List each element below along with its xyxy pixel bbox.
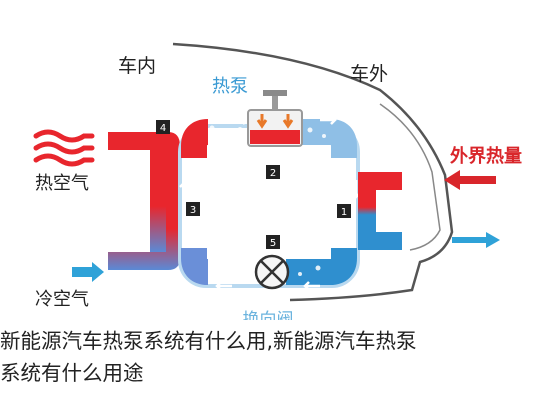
car-body-inner-outline xyxy=(379,103,441,251)
cold-air-arrow xyxy=(72,262,104,282)
cabin-heat-exchanger xyxy=(108,132,180,178)
cabin-label: 车内 xyxy=(118,55,156,77)
hot-air-label: 热空气 xyxy=(35,173,89,194)
outside-heat-exchanger xyxy=(358,172,402,250)
reversing-valve xyxy=(254,254,290,290)
component-badge-3: 3 xyxy=(186,202,200,216)
component-badge-5: 5 xyxy=(266,235,280,249)
cabin-heat-exchanger-lower xyxy=(108,178,180,270)
component-badge-4: 4 xyxy=(156,120,170,134)
component-badge-1: 1 xyxy=(337,204,351,218)
svg-text:5: 5 xyxy=(270,238,276,249)
external-heat-arrow xyxy=(444,170,496,190)
svg-text:2: 2 xyxy=(270,168,276,179)
svg-text:3: 3 xyxy=(190,205,196,216)
refrigerant-dots xyxy=(185,125,350,278)
caption-line-2: 系统有什么用途 xyxy=(0,361,144,385)
corner-bottom-left xyxy=(181,248,209,285)
svg-text:4: 4 xyxy=(160,123,166,134)
corner-bottom-right xyxy=(329,248,357,285)
corner-top-left xyxy=(181,119,209,158)
flow-arrows xyxy=(179,115,361,291)
outside-label: 车外 xyxy=(350,63,388,85)
reversing-valve-label: 换向阀 xyxy=(243,310,294,320)
cabin-heat-exchanger-vertical xyxy=(150,150,166,252)
caption-line-1: 新能源汽车热泵系统有什么用,新能源汽车热泵 xyxy=(0,329,417,353)
cold-air-label: 冷空气 xyxy=(35,289,89,310)
outside-cold-outflow-arrow xyxy=(452,232,500,248)
car-body-outline xyxy=(172,42,454,302)
heat-pump-diagram: 车内 车外 热泵 xyxy=(33,42,522,320)
component-badge-2: 2 xyxy=(266,165,280,179)
svg-text:1: 1 xyxy=(341,207,347,218)
hot-air-waves xyxy=(33,129,95,167)
heat-pump-label: 热泵 xyxy=(212,76,248,97)
external-heat-label: 外界热量 xyxy=(450,145,522,167)
compressor xyxy=(247,90,303,147)
corner-top-right xyxy=(329,119,357,158)
